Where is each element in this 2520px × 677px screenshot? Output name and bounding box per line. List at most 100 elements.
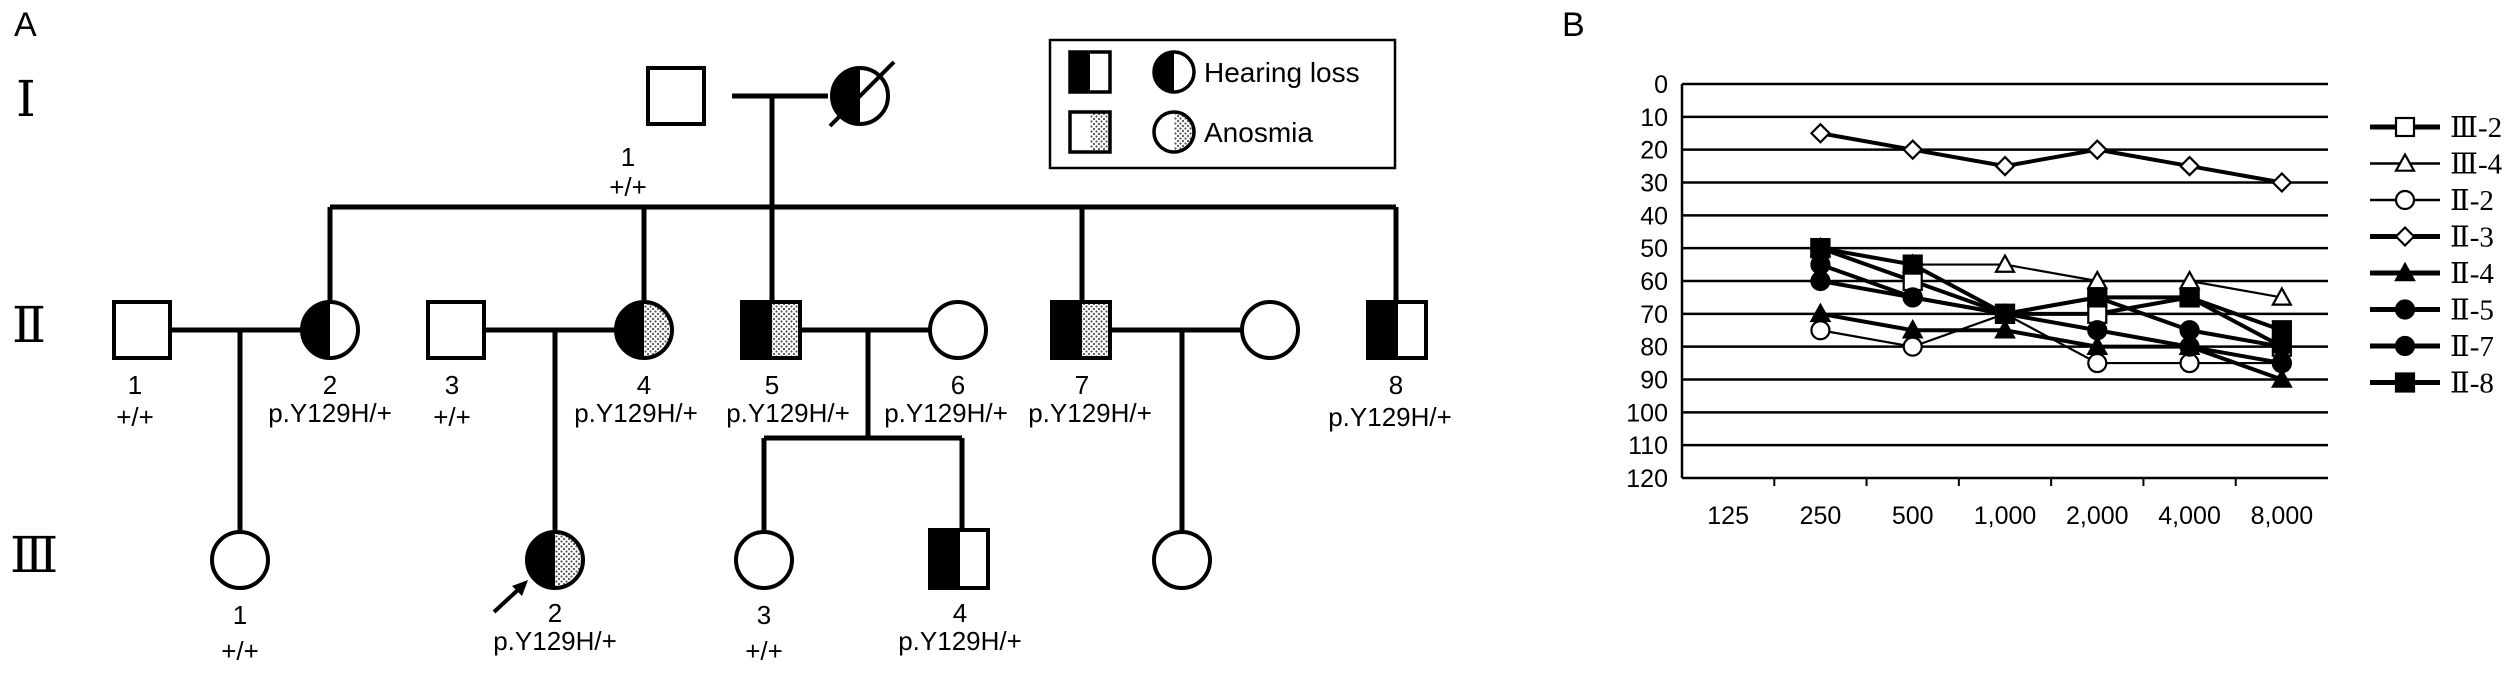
anosmia-half <box>644 302 672 358</box>
data-point <box>2271 352 2292 374</box>
data-point <box>1902 336 1923 357</box>
data-point <box>2087 303 2108 324</box>
data-point <box>2394 261 2416 282</box>
legend-item: Ⅱ-2 <box>2370 185 2494 217</box>
individual-number: 2 <box>323 370 337 400</box>
male-unaffected-symbol <box>426 300 486 360</box>
y-tick-label: 40 <box>1640 202 1668 230</box>
data-point <box>1809 122 1831 144</box>
generation-label-2: Ⅱ <box>12 297 46 353</box>
individual-II-2: 2 p.Y129H/+ <box>268 300 392 428</box>
legend-anosmia-circle <box>1152 110 1196 154</box>
data-point <box>2394 335 2416 357</box>
legend-label: Ⅲ-2 <box>2450 112 2502 144</box>
y-tick-label: 120 <box>1626 465 1668 493</box>
individual-III-1: 1 +/+ <box>210 530 270 666</box>
male-unaffected-symbol <box>112 300 172 360</box>
y-tick-label: 100 <box>1626 399 1668 427</box>
data-point <box>1902 254 1923 275</box>
individual-number: 3 <box>757 600 771 630</box>
individual-number: 3 <box>445 370 459 400</box>
y-tick-label: 10 <box>1640 104 1668 132</box>
y-tick-label: 0 <box>1654 71 1668 99</box>
x-tick-label: 500 <box>1892 502 1934 530</box>
legend-hearing-loss-square <box>1068 50 1112 94</box>
genotype-label: +/+ <box>433 402 471 432</box>
data-point <box>1994 155 2016 177</box>
y-tick-label: 110 <box>1628 432 1668 460</box>
data-point <box>2271 320 2292 341</box>
data-point <box>2087 352 2108 374</box>
individual-number: 5 <box>765 370 779 400</box>
data-point <box>1902 270 1923 292</box>
data-point <box>2086 335 2109 355</box>
genotype-label: +/+ <box>609 172 647 202</box>
individual-III-4: 4 p.Y129H/+ <box>898 528 1022 656</box>
legend-item: Ⅱ-4 <box>2370 258 2494 290</box>
genotype-label: p.Y129H/+ <box>884 398 1008 428</box>
proband-arrow <box>492 580 528 614</box>
pedigree-lines <box>170 93 1399 530</box>
individual-III-5 <box>1152 530 1212 590</box>
deceased-slash <box>828 60 896 128</box>
data-point <box>1810 270 1831 292</box>
female-unaffected-symbol <box>210 530 270 590</box>
legend-anosmia-square <box>1068 110 1112 154</box>
individual-I-1: 1 +/+ <box>609 66 706 202</box>
individual-II-5: 5 p.Y129H/+ <box>726 300 850 428</box>
data-point <box>2394 299 2416 320</box>
data-point <box>2270 368 2293 388</box>
data-point <box>1902 139 1924 161</box>
data-point <box>1901 318 1924 339</box>
data-point <box>2179 320 2200 341</box>
panel-a-label: A <box>14 6 37 44</box>
legend-label: Ⅱ-8 <box>2450 368 2494 400</box>
series-Ⅱ-8 <box>1810 238 2292 341</box>
data-point <box>2179 155 2201 177</box>
data-point <box>1809 302 1832 323</box>
male-symbol <box>1366 300 1428 360</box>
genotype-label: p.Y129H/+ <box>268 398 392 428</box>
genotype-label: p.Y129H/+ <box>898 626 1022 656</box>
y-tick-label: 50 <box>1640 235 1668 263</box>
female-unaffected-symbol <box>734 530 794 590</box>
genotype-label: p.Y129H/+ <box>1328 402 1452 432</box>
series-Ⅱ-3 <box>1809 122 2293 194</box>
individual-II-4: 4 p.Y129H/+ <box>574 300 698 428</box>
data-point <box>1994 318 2016 339</box>
data-point <box>2086 139 2108 161</box>
data-point <box>2271 336 2292 357</box>
individual-II-1: 1 +/+ <box>112 300 172 432</box>
data-point <box>2087 320 2108 341</box>
y-tick-label: 60 <box>1640 268 1668 296</box>
female-unaffected-symbol <box>1240 300 1300 360</box>
male-symbol <box>740 300 802 360</box>
series-line <box>1819 246 2283 349</box>
data-point <box>2394 372 2416 393</box>
male-symbol <box>1050 300 1112 360</box>
anosmia-half <box>1082 302 1110 358</box>
individual-II-7: 7 p.Y129H/+ <box>1028 300 1152 428</box>
y-tick-label: 20 <box>1640 137 1668 165</box>
individual-number: 1 <box>233 600 247 630</box>
y-tick-label: 90 <box>1640 367 1668 395</box>
x-tick-label: 125 <box>1707 502 1749 530</box>
series-line <box>1820 246 2283 333</box>
data-point <box>1994 253 2016 273</box>
hearing-loss-half <box>302 302 330 358</box>
legend-anosmia-label: Anosmia <box>1204 117 1313 148</box>
data-point <box>2394 189 2416 211</box>
individual-I-2 <box>828 60 896 128</box>
data-point <box>2394 225 2416 248</box>
individual-number: 6 <box>951 370 965 400</box>
individual-II-8: 8 p.Y129H/+ <box>1328 300 1452 432</box>
x-tick-label: 250 <box>1800 502 1842 530</box>
individual-number: 1 <box>128 370 142 400</box>
data-point <box>2179 336 2200 357</box>
male-symbol <box>928 528 990 590</box>
data-point <box>2087 287 2108 308</box>
data-point <box>1994 303 2016 324</box>
